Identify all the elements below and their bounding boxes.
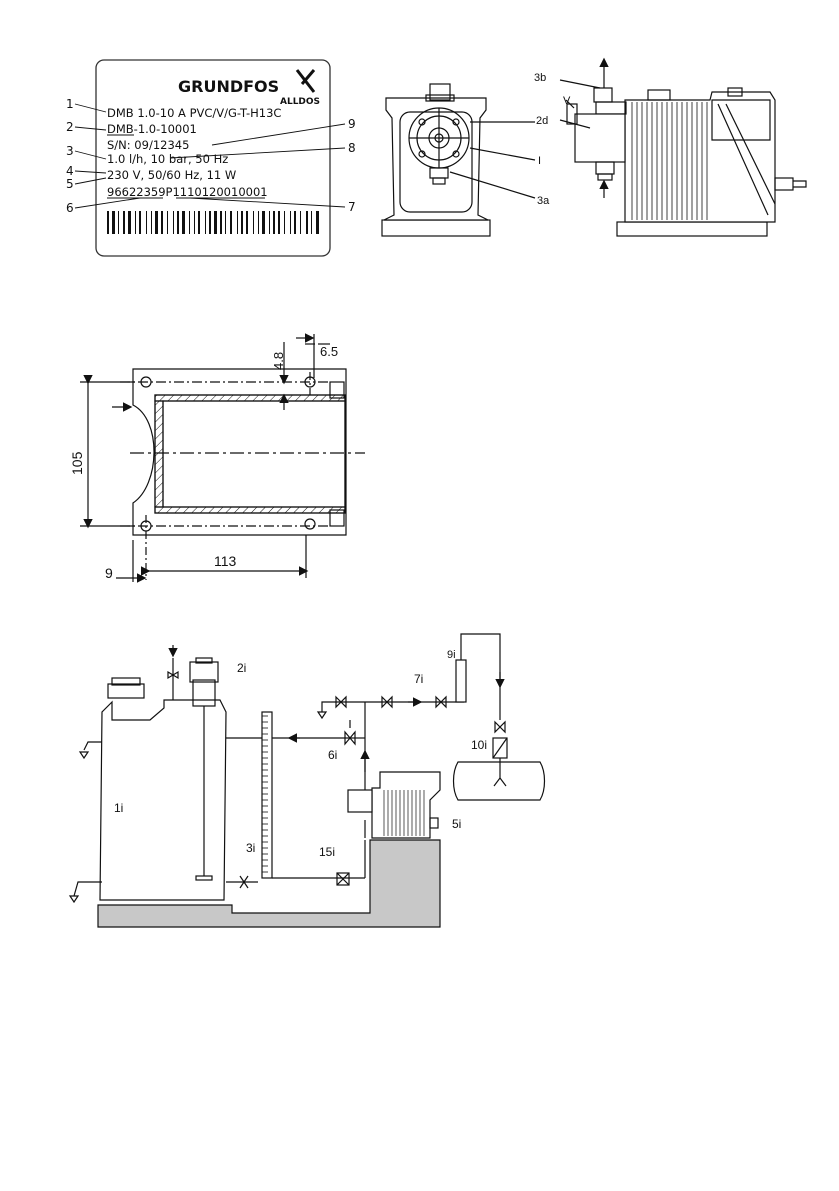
label-V: V	[563, 95, 571, 107]
dim-113: 113	[214, 553, 237, 569]
brand-logo-text: GRUNDFOS	[178, 77, 279, 96]
nameplate-line-1: DMB 1.0-10 A PVC/V/G-T-H13C	[107, 106, 281, 120]
calibration-cylinder-3i	[262, 716, 268, 872]
callout-4: 4	[66, 164, 74, 178]
label-3b: 3b	[534, 72, 546, 84]
pump-side-view	[450, 60, 806, 236]
nameplate-line-5: 230 V, 50/60 Hz, 11 W	[107, 168, 236, 182]
dim-6-5: 6.5	[320, 344, 338, 359]
callout-7: 7	[348, 200, 356, 214]
nameplate-line-3: S/N: 09/12345	[107, 138, 189, 152]
flow-meter-9i	[456, 660, 466, 702]
dimension-drawing	[80, 334, 365, 582]
callout-1: 1	[66, 97, 74, 111]
callout-9: 9	[348, 117, 356, 131]
main-pipe	[454, 762, 545, 800]
nameplate-line-6: 96622359P1110120010001	[107, 185, 268, 199]
nameplate-line-2: DMB-1.0-10001	[107, 122, 197, 136]
label-6i: 6i	[328, 748, 337, 762]
label-1i: 1i	[114, 801, 123, 815]
callout-2: 2	[66, 120, 74, 134]
label-3a: 3a	[537, 195, 550, 207]
label-2d: 2d	[536, 115, 548, 127]
callout-3: 3	[66, 144, 74, 158]
nameplate: GRUNDFOS ALLDOS DMB 1.0-10 A PVC/V/G-T-H…	[66, 60, 356, 256]
label-3i: 3i	[246, 841, 255, 855]
label-2i: 2i	[237, 661, 246, 675]
nameplate-line-4: 1.0 l/h, 10 bar, 50 Hz	[107, 152, 228, 166]
callout-6: 6	[66, 201, 74, 215]
pump-front-view	[382, 84, 490, 236]
callout-5: 5	[66, 177, 74, 191]
dim-4-8: 4.8	[271, 352, 286, 370]
label-15i: 15i	[319, 845, 335, 859]
subbrand-text: ALLDOS	[280, 97, 320, 107]
dim-9: 9	[105, 565, 113, 581]
label-5i: 5i	[452, 817, 461, 831]
label-I: I	[538, 155, 541, 167]
dim-105: 105	[69, 451, 85, 475]
label-7i: 7i	[414, 672, 423, 686]
label-9i: 9i	[447, 649, 456, 661]
label-10i: 10i	[471, 738, 487, 752]
callout-8: 8	[348, 141, 356, 155]
installation-diagram	[70, 634, 545, 927]
tank-1i	[100, 700, 226, 900]
